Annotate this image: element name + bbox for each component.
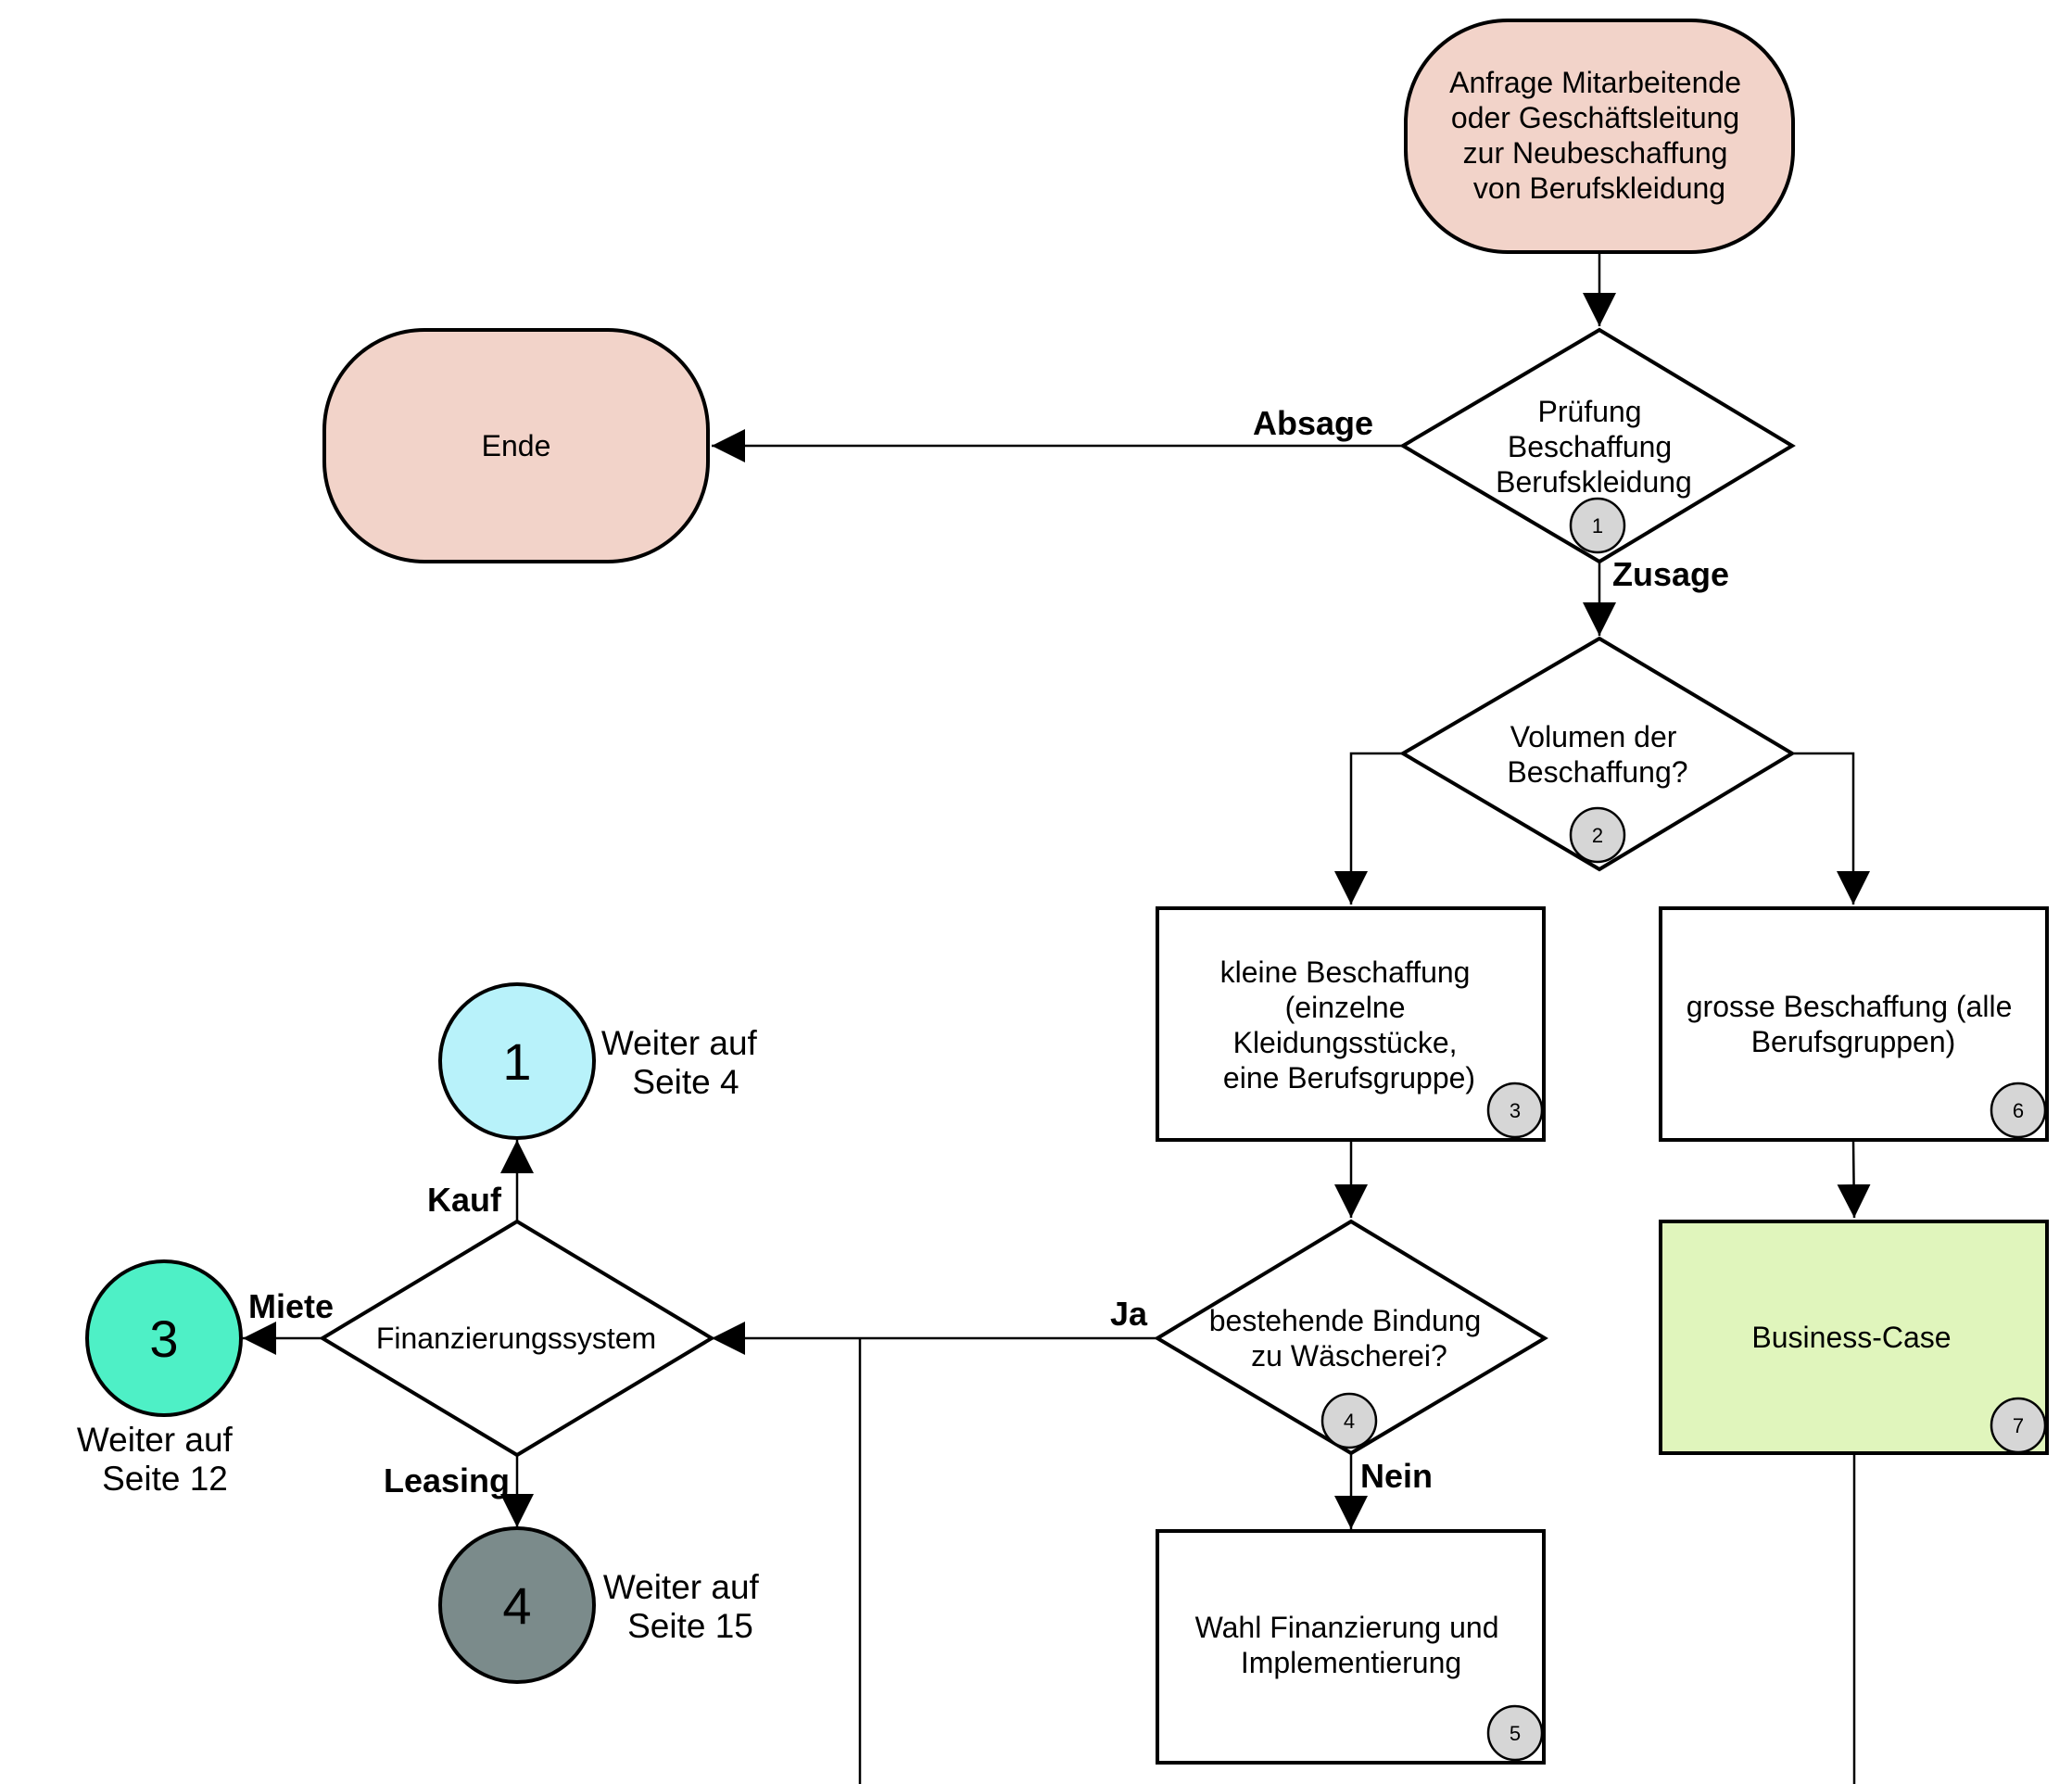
label-ja: Ja [1110,1295,1148,1333]
label-miete: Miete [248,1287,334,1325]
klein-line-4: eine Berufsgruppe) [1223,1061,1475,1094]
label-kauf: Kauf [427,1181,502,1219]
node-decision-pruefung: Prüfung Beschaffung Berufskleidung 1 [1399,327,1796,564]
svg-text:Anfrage Mitarbeitende od: Anfrage Mitarbeitende oder Geschäftsleit… [1449,66,1750,205]
connector-4-number: 4 [502,1576,531,1635]
step-badge-1: 1 [1569,497,1626,554]
node-process-business-case: Business-Case 7 [1659,1220,2049,1455]
label-leasing: Leasing [384,1461,510,1499]
svg-text:7: 7 [2013,1414,2024,1437]
svg-text:Weiter auf Seite 4: Weiter auf Seite 4 [601,1024,766,1101]
connector-4: 4 Weiter auf Seite 15 [438,1526,768,1684]
node-ende: Ende [322,328,710,563]
connector-3-number: 3 [149,1310,178,1368]
pruefung-line-3: Berufskleidung [1496,465,1692,499]
start-line-4: von Berufskleidung [1473,171,1725,205]
node-decision-volumen: Volumen der Beschaffung? 2 [1399,636,1796,872]
svg-text:2: 2 [1592,824,1603,847]
label-absage: Absage [1253,404,1373,442]
wahl-line-1: Wahl Finanzierung und [1195,1611,1499,1644]
connector-4-line-1: Weiter auf [603,1568,760,1606]
klein-line-2: (einzelne [1285,991,1406,1024]
svg-text:Weiter auf Seite 15: Weiter auf Seite 15 [603,1568,768,1645]
step-badge-5: 5 [1486,1704,1544,1762]
finanzierung-label: Finanzierungssystem [376,1322,656,1355]
business-label: Business-Case [1751,1321,1951,1354]
node-start-request: Anfrage Mitarbeitende oder Geschäftsleit… [1404,19,1795,254]
step-badge-4: 4 [1320,1392,1378,1449]
svg-text:1: 1 [1592,514,1603,538]
connector-3-line-1: Weiter auf [77,1421,234,1459]
node-process-gross: grosse Beschaffung (alle Berufsgruppen) … [1659,906,2049,1142]
step-badge-6: 6 [1990,1082,2047,1139]
gross-line-2: Berufsgruppen) [1751,1025,1956,1058]
step-badge-2: 2 [1569,806,1626,864]
svg-text:kleine Beschaffung (einz: kleine Beschaffung (einzelne Kleidungsst… [1220,955,1479,1094]
edge-volumen-to-klein [1334,752,1403,905]
start-line-1: Anfrage Mitarbeitende [1449,66,1741,99]
start-line-2: oder Geschäftsleitung [1451,101,1739,134]
wahl-line-2: Implementierung [1241,1646,1461,1679]
step-badge-3: 3 [1486,1082,1544,1139]
ende-label: Ende [482,429,551,462]
svg-text:3: 3 [1510,1099,1521,1122]
svg-text:4: 4 [1344,1410,1355,1433]
klein-line-3: Kleidungsstücke, [1233,1026,1458,1059]
svg-text:6: 6 [2013,1099,2024,1122]
svg-text:Wahl Finanzierung und Im: Wahl Finanzierung und Implementierung [1195,1611,1508,1679]
connector-3-line-2: Seite 12 [102,1460,228,1498]
connector-3: 3 Weiter auf Seite 12 [77,1259,243,1498]
svg-text:Weiter auf Seite 12: Weiter auf Seite 12 [77,1421,242,1498]
connector-1: 1 Weiter auf Seite 4 [438,982,766,1140]
label-nein: Nein [1360,1457,1433,1495]
edges [243,252,1871,1784]
label-zusage: Zusage [1612,555,1729,593]
bindung-line-1: bestehende Bindung [1209,1304,1482,1337]
volumen-line-2: Beschaffung? [1507,755,1687,789]
volumen-line-1: Volumen der [1510,720,1677,753]
step-badge-7: 7 [1990,1397,2047,1454]
connector-4-line-2: Seite 15 [627,1607,753,1645]
node-decision-finanzierung: Finanzierungssystem [319,1219,715,1458]
svg-text:5: 5 [1510,1722,1521,1745]
node-process-wahl: Wahl Finanzierung und Implementierung 5 [1156,1529,1546,1765]
node-process-klein: kleine Beschaffung (einzelne Kleidungsst… [1156,906,1546,1142]
pruefung-line-1: Prüfung [1538,395,1642,428]
edge-gross-to-business [1837,1139,1871,1219]
node-decision-bindung: bestehende Bindung zu Wäscherei? 4 [1154,1219,1548,1456]
connector-1-number: 1 [502,1032,531,1091]
edge-labels: Absage Zusage Ja Nein Kauf Miete Leasing [248,404,1729,1499]
svg-text:Volumen der Beschaffung?: Volumen der Beschaffung? [1507,720,1687,789]
klein-line-1: kleine Beschaffung [1220,955,1471,989]
start-line-3: zur Neubeschaffung [1463,136,1728,170]
svg-text:Prüfung Beschaffung: Prüfung Beschaffung Berufskleidung [1496,395,1692,499]
svg-text:bestehende Bindung zu Wä: bestehende Bindung zu Wäscherei? [1209,1304,1489,1373]
pruefung-line-2: Beschaffung [1508,430,1672,463]
bindung-line-2: zu Wäscherei? [1251,1339,1447,1373]
connector-1-line-2: Seite 4 [632,1063,739,1101]
edge-volumen-to-gross [1794,752,1870,905]
gross-line-1: grosse Beschaffung (alle [1687,990,2013,1023]
svg-text:grosse Beschaffung (alle: grosse Beschaffung (alle Berufsgruppen) [1687,990,2021,1058]
connector-1-line-1: Weiter auf [601,1024,758,1062]
